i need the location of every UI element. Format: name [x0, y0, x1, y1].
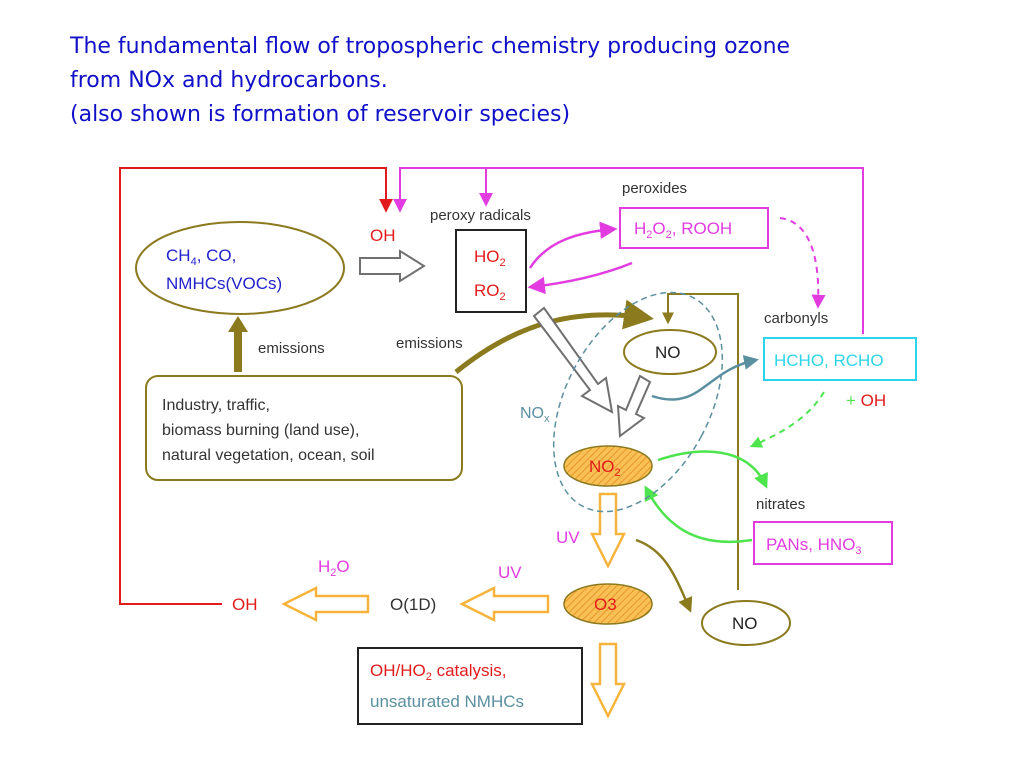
o3-label: O3 — [594, 595, 617, 614]
title-line-2: from NOx and hydrocarbons. — [70, 68, 388, 93]
carbonyls-box — [763, 337, 917, 381]
no-return-line — [662, 293, 739, 590]
voc-line-1: CH4, CO, — [166, 246, 236, 268]
nitrates-text: PANs, HNO3 — [766, 535, 862, 557]
nitrates-to-no2-arrow — [644, 485, 753, 544]
voc-ellipse — [135, 221, 345, 315]
nox-label: NOx — [520, 405, 550, 425]
sources-line-2: biomass burning (land use), — [162, 422, 359, 439]
peroxy-box — [455, 229, 527, 313]
catalysis-line-2: unsaturated NMHCs — [370, 692, 524, 711]
no-to-carbonyls-arrow — [651, 355, 759, 401]
o3-down-block-arrow — [589, 642, 627, 719]
no-bottom-label: NO — [732, 614, 758, 633]
o3-ellipse — [563, 583, 653, 625]
peroxides-to-carbonyls-dashed — [779, 217, 826, 309]
peroxides-box — [619, 207, 769, 249]
uv-label-2: UV — [498, 563, 522, 582]
oh-bottom-label: OH — [232, 595, 258, 614]
peroxides-to-peroxy-arrow — [527, 261, 633, 295]
no-to-no2-block-arrow — [616, 374, 652, 438]
no2-ellipse — [563, 445, 653, 487]
uv-label-1: UV — [556, 528, 580, 547]
carbonyl-oh-line — [393, 167, 864, 334]
catalysis-line-1: OH/HO2 catalysis, — [370, 661, 507, 683]
nitrates-label: nitrates — [756, 496, 805, 513]
peroxides-label: peroxides — [622, 180, 687, 197]
peroxides-text: H2O2, ROOH — [634, 219, 732, 241]
sources-line-1: Industry, traffic, — [162, 397, 270, 414]
emissions-right-label: emissions — [396, 335, 463, 352]
title-line-3: (also shown is formation of reservoir sp… — [70, 102, 571, 127]
catalysis-box — [357, 647, 583, 725]
sources-box — [145, 375, 463, 481]
ho2-label: HO2 — [474, 247, 506, 269]
sources-line-3: natural vegetation, ocean, soil — [162, 447, 375, 464]
h2o-label: H2O — [318, 557, 350, 579]
no2-to-o3-block-arrow — [589, 492, 627, 569]
no-bottom-ellipse — [701, 600, 791, 646]
emissions-left-label: emissions — [258, 340, 325, 357]
voc-line-2: NMHCs(VOCs) — [166, 274, 282, 293]
carbonyls-text: HCHO, RCHO — [774, 351, 884, 370]
no-top-label: NO — [655, 343, 681, 362]
carbonyls-label: carbonyls — [764, 310, 828, 327]
oh-recycle-line — [119, 167, 393, 605]
no2-label: NO2 — [589, 457, 621, 479]
slide-title: The fundamental flow of tropospheric che… — [70, 30, 1010, 132]
ro2-label: RO2 — [474, 281, 506, 303]
peroxy-to-no2-block-arrow — [532, 306, 614, 414]
o3-to-no-arrow — [635, 538, 693, 613]
nox-family-ellipse — [552, 291, 724, 513]
peroxy-to-peroxides-arrow — [528, 221, 618, 269]
o1d-to-oh-block-arrow — [281, 585, 370, 623]
voc-to-peroxy-block-arrow — [359, 249, 426, 283]
carbonyls-to-no2-dashed — [749, 391, 825, 448]
no2-to-nitrates-arrow — [657, 450, 768, 489]
nitrates-box — [753, 521, 893, 565]
peroxy-radicals-label: peroxy radicals — [430, 207, 531, 224]
o1d-label: O(1D) — [390, 595, 436, 614]
title-line-1: The fundamental flow of tropospheric che… — [70, 34, 791, 59]
emissions-up-arrow — [228, 316, 248, 372]
no-top-ellipse — [623, 329, 717, 375]
o3-to-o1d-block-arrow — [459, 585, 550, 623]
plus-oh-label: + OH — [846, 391, 886, 410]
oh-top-label: OH — [370, 226, 396, 245]
